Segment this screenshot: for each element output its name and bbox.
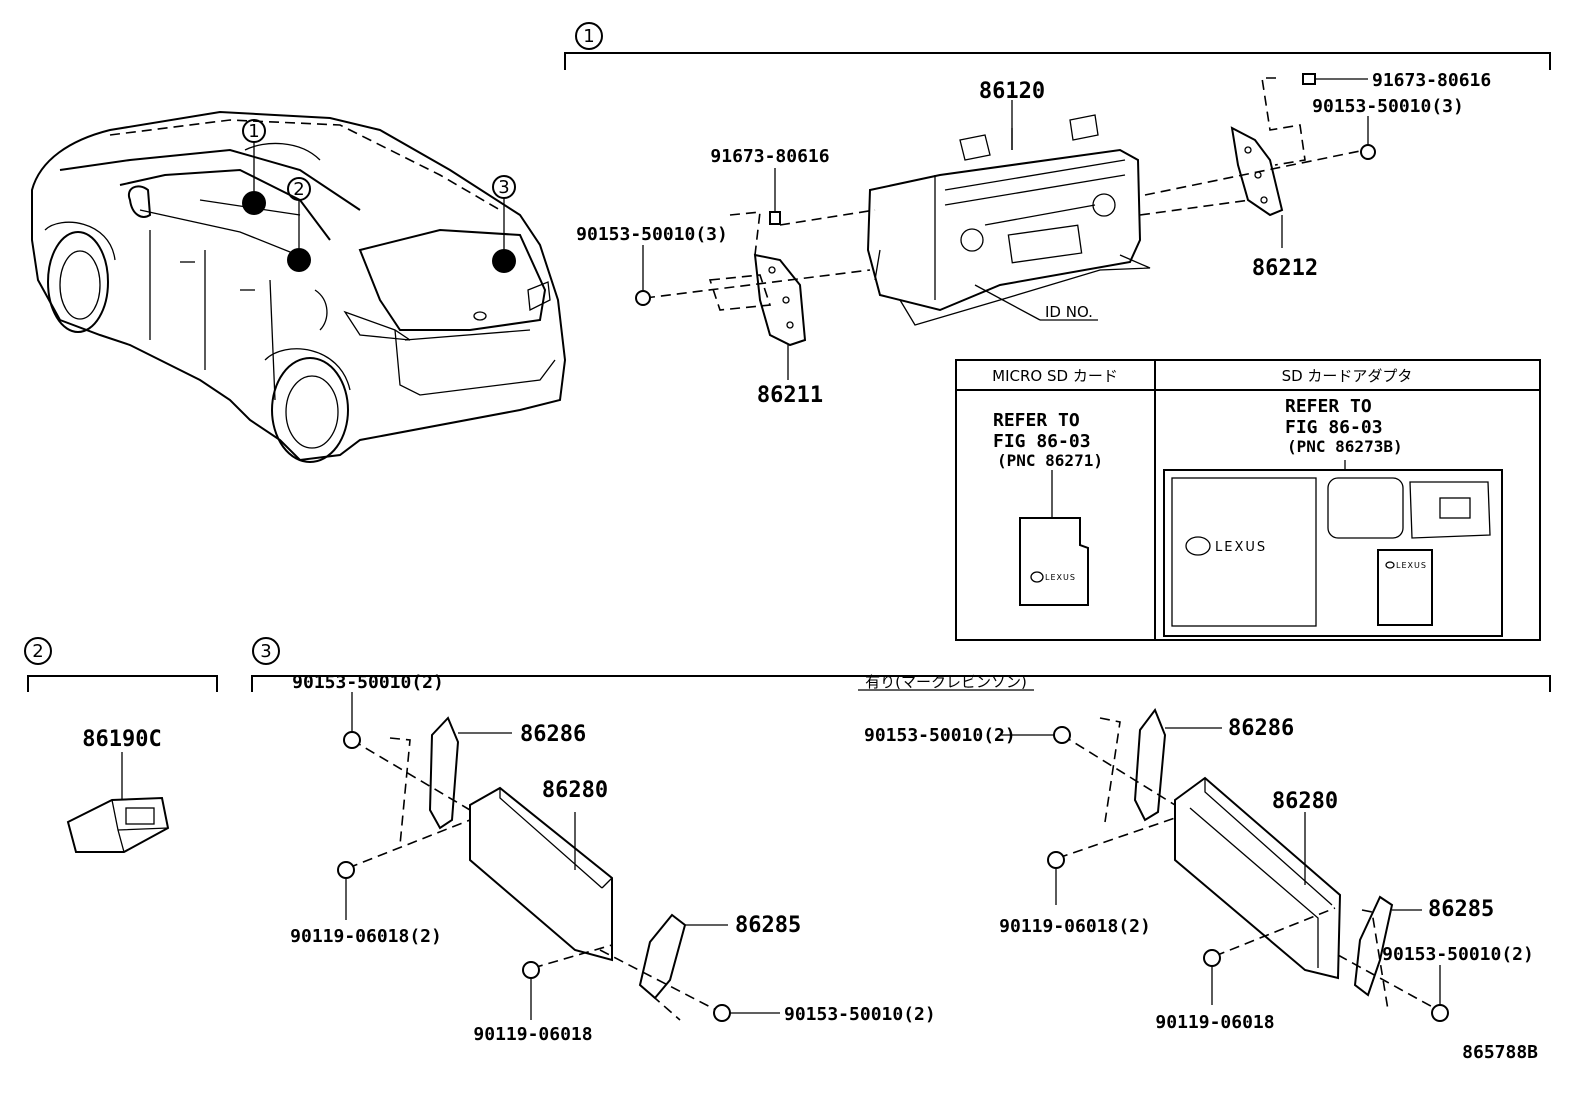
micro-sd-ref-line-3: (PNC 86271) bbox=[997, 451, 1103, 470]
vehicle-marker-1-dot bbox=[242, 191, 266, 215]
part-86286-right-label: 86286 bbox=[1228, 716, 1294, 741]
vehicle-illustration: 1 2 3 bbox=[31, 110, 567, 463]
head-unit-assembly: 86120 ID NO. bbox=[866, 79, 1151, 326]
part-91673-left-label: 91673-80616 bbox=[710, 146, 829, 167]
part-90119-g3r-bottom-label: 90119-06018 bbox=[1155, 1012, 1274, 1033]
bolt-90153-g3l-top-icon bbox=[343, 731, 361, 749]
group-2-circle bbox=[24, 637, 52, 665]
part-86190c-label: 86190C bbox=[82, 727, 161, 752]
part-86211-label: 86211 bbox=[757, 383, 823, 408]
lexus-emblem-icon bbox=[1185, 536, 1211, 556]
bolt-90119-g3r-bottom-icon bbox=[1203, 949, 1221, 967]
part-86212-label: 86212 bbox=[1252, 256, 1318, 281]
part-91673-right-label: 91673-80616 bbox=[1372, 70, 1491, 91]
sd-box-logo: LEXUS bbox=[1215, 540, 1267, 555]
option-label: 有り(マークレビンソン) bbox=[865, 673, 1027, 691]
bracket-86212: 86212 bbox=[1230, 77, 1318, 281]
vehicle-marker-1 bbox=[242, 119, 266, 143]
part-86280-left-label: 86280 bbox=[542, 778, 608, 803]
micro-sd-ref-line-2: FIG 86-03 bbox=[993, 431, 1091, 452]
screw-91673-left-icon bbox=[769, 211, 781, 225]
part-90153-g3r-top-label: 90153-50010(2) bbox=[864, 725, 1016, 746]
bolt-90119-g3l-bottom-icon bbox=[522, 961, 540, 979]
vehicle-marker-2 bbox=[287, 177, 311, 201]
part-90119-g3l-bottom-label: 90119-06018 bbox=[473, 1024, 592, 1045]
bolt-90119-g3r-icon bbox=[1047, 851, 1065, 869]
amplifier-left: 86280 86286 86285 90153-50010(2) 90119-0… bbox=[290, 672, 936, 1045]
part-90153-g3l-top-label: 90153-50010(2) bbox=[292, 672, 444, 693]
screw-91673-right-icon bbox=[1302, 73, 1316, 85]
group-1-circle bbox=[575, 22, 603, 50]
sd-adapter-card-icon bbox=[1377, 549, 1433, 626]
bolt-90153-g3r-top-icon bbox=[1053, 726, 1071, 744]
part-90153-left-label: 90153-50010(3) bbox=[576, 224, 728, 245]
table-header-micro-sd: MICRO SD カード bbox=[992, 367, 1118, 385]
bolt-90153-right-icon bbox=[1360, 144, 1376, 160]
sd-adapter-ref-line-3: (PNC 86273B) bbox=[1287, 437, 1403, 456]
sd-adapter-ref-line-1: REFER TO bbox=[1285, 396, 1372, 417]
group-1-bracket: 1 bbox=[564, 22, 1551, 70]
bolt-90119-g3l-icon bbox=[337, 861, 355, 879]
micro-sd-card-icon bbox=[1019, 517, 1089, 606]
vehicle-marker-2-label: 2 bbox=[293, 179, 304, 200]
part-90153-g3r-bottom-label: 90153-50010(2) bbox=[1382, 944, 1534, 965]
part-86286-left-label: 86286 bbox=[520, 722, 586, 747]
sd-card-table: MICRO SD カード SD カードアダプタ REFER TO FIG 86-… bbox=[955, 359, 1541, 641]
part-90153-right-label: 90153-50010(3) bbox=[1312, 96, 1464, 117]
table-header-sd-adapter: SD カードアダプタ bbox=[1282, 367, 1413, 385]
vehicle-marker-1-label: 1 bbox=[248, 121, 259, 142]
sd-adapter-ref-line-2: FIG 86-03 bbox=[1285, 417, 1383, 438]
module-86190c: 86190C bbox=[66, 727, 170, 853]
vehicle-marker-2-dot bbox=[287, 248, 311, 272]
micro-sd-ref-line-1: REFER TO bbox=[993, 410, 1080, 431]
group-2-bracket: 2 bbox=[24, 637, 218, 692]
sd-adapter-logo: LEXUS bbox=[1396, 561, 1427, 570]
vehicle-marker-3-label: 3 bbox=[498, 177, 509, 198]
sd-case-icon bbox=[1327, 477, 1404, 539]
group-1-number: 1 bbox=[583, 26, 594, 47]
micro-sd-logo: LEXUS bbox=[1045, 573, 1076, 582]
part-90119-g3l-label: 90119-06018(2) bbox=[290, 926, 442, 947]
part-86280-right-label: 86280 bbox=[1272, 789, 1338, 814]
id-no-label: ID NO. bbox=[1045, 303, 1093, 321]
bolt-90153-left-icon bbox=[635, 290, 651, 306]
vehicle-marker-3 bbox=[492, 175, 516, 199]
group-3-circle bbox=[252, 637, 280, 665]
bolt-90153-g3l-bottom-icon bbox=[713, 1004, 731, 1022]
figure-id: 865788B bbox=[1462, 1042, 1538, 1063]
part-90153-g3l-bottom-label: 90153-50010(2) bbox=[784, 1004, 936, 1025]
part-86285-right-label: 86285 bbox=[1428, 897, 1494, 922]
group-3-bracket: 3 bbox=[251, 637, 1551, 692]
bracket-86211: 86211 bbox=[708, 253, 823, 408]
sd-case-open-icon bbox=[1409, 481, 1491, 539]
part-86120-label: 86120 bbox=[979, 79, 1045, 104]
group-3-number: 3 bbox=[260, 641, 271, 662]
part-90119-g3r-label: 90119-06018(2) bbox=[999, 916, 1151, 937]
sd-card-box-icon bbox=[1171, 477, 1317, 627]
group-1-fasteners: 91673-80616 90153-50010(3) 91673-80616 9… bbox=[576, 70, 1491, 306]
group-2-number: 2 bbox=[32, 641, 43, 662]
part-86285-left-label: 86285 bbox=[735, 913, 801, 938]
amplifier-right: 有り(マークレビンソン) 86280 86286 86285 90153-500… bbox=[858, 673, 1534, 1033]
bolt-90153-g3r-bottom-icon bbox=[1431, 1004, 1449, 1022]
vehicle-marker-3-dot bbox=[492, 249, 516, 273]
